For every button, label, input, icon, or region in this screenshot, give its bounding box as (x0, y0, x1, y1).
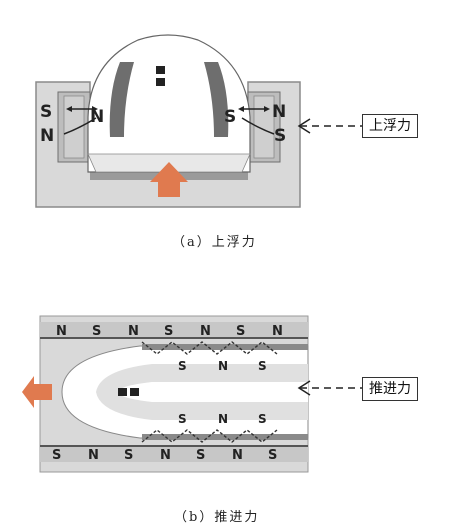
callout-arrow-b (297, 380, 362, 396)
pole-label: N (218, 359, 228, 373)
pole-label: S (236, 324, 245, 339)
pole-label: S (224, 107, 236, 127)
pole-label: N (56, 324, 67, 339)
propulsion-callout: 推进力 (362, 377, 418, 401)
callout-arrow-a (297, 118, 362, 134)
levitation-diagram: S N N S N S (35, 34, 301, 208)
pole-label: S (268, 448, 277, 463)
pole-label: N (272, 102, 286, 122)
pole-label: S (178, 359, 187, 373)
pole-label: S (52, 448, 61, 463)
propulsion-arrow (22, 376, 52, 408)
pole-label: S (40, 102, 52, 122)
pole-label: N (272, 324, 283, 339)
pole-label: S (196, 448, 205, 463)
train-window (118, 388, 127, 396)
pole-label: N (200, 324, 211, 339)
caption-b: （b）推进力 (174, 510, 260, 525)
pole-label: N (88, 448, 99, 463)
pole-label: N (40, 126, 54, 146)
pole-label: S (274, 126, 286, 146)
pole-label: N (128, 324, 139, 339)
pole-label: S (164, 324, 173, 339)
pole-label: S (258, 412, 267, 426)
caption-a: （a）上浮力 (172, 235, 257, 250)
train-window (156, 66, 165, 74)
pole-label: S (258, 359, 267, 373)
lift-arrow (150, 162, 188, 197)
propulsion-diagram: N S N S N S N S N S S N S S N S N S N S (22, 315, 309, 473)
pole-label: N (218, 412, 228, 426)
pole-label: N (232, 448, 243, 463)
levitation-callout: 上浮力 (362, 114, 418, 138)
pole-label: S (178, 412, 187, 426)
pole-label: N (160, 448, 171, 463)
pole-label: S (124, 448, 133, 463)
pole-label: S (92, 324, 101, 339)
pole-label: N (90, 107, 104, 127)
